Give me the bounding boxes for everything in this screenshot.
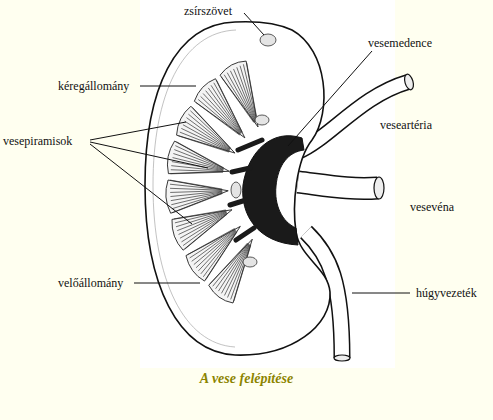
vein-fill — [298, 182, 378, 189]
part-label: veseartéria — [380, 118, 432, 132]
pyramid-stripe — [243, 64, 256, 121]
pyramid-stripe — [170, 184, 222, 189]
pyramid-stripe — [170, 172, 223, 174]
pyramid-stripe — [185, 121, 230, 150]
pyramid-stripe — [170, 191, 222, 196]
fat-blob — [231, 182, 241, 198]
pyramid-stripe — [196, 230, 236, 267]
leader-line — [244, 13, 264, 35]
pyramid-stripe — [203, 93, 240, 133]
pyramid — [166, 180, 228, 213]
pyramid — [220, 61, 258, 127]
pyramid-stripe — [171, 192, 222, 201]
pyramid-stripe — [171, 192, 222, 204]
part-label: vesevéna — [410, 200, 454, 214]
leader-line — [134, 283, 200, 284]
leader-lines — [90, 13, 410, 293]
figure-caption: A vese felépítése — [0, 371, 493, 387]
vein-outline — [298, 182, 378, 189]
part-label: vesepiramisok — [3, 134, 72, 148]
calyces — [230, 140, 262, 240]
kidney-outline — [145, 22, 330, 355]
pyramid-stripe — [230, 71, 255, 122]
pyramid-stripe — [247, 63, 257, 121]
pyramid-stripe — [240, 66, 256, 121]
pyramid-stripe — [176, 211, 226, 227]
pyramid-stripe — [173, 154, 223, 170]
part-label: zsírszövet — [184, 4, 232, 18]
fat-blob — [243, 257, 257, 267]
fat-blob — [260, 34, 276, 46]
vein-end — [374, 177, 384, 199]
leader-line — [352, 293, 410, 294]
leader-line — [90, 142, 208, 168]
pyramid-stripe — [198, 231, 236, 271]
pyramid-stripe — [173, 158, 224, 170]
pyramid-stripe — [179, 212, 227, 234]
pyramid-stripe — [221, 77, 254, 123]
leader-line — [288, 51, 372, 146]
leader-line — [140, 86, 196, 87]
part-label: kéregállomány — [58, 79, 129, 93]
fat-blob — [255, 115, 269, 125]
picture-ground — [140, 0, 395, 368]
pyramid-stripe — [224, 245, 249, 296]
pyramid-stripe — [174, 210, 226, 219]
ureter-end — [334, 355, 350, 361]
pyramid-stripe — [234, 69, 256, 122]
part-label: húgyvezeték — [416, 286, 477, 300]
pyramid-stripe — [170, 180, 222, 189]
leader-line — [90, 122, 186, 140]
part-label: velőállomány — [58, 276, 123, 290]
pyramid-stripe — [175, 146, 223, 169]
pyramid-stripe — [181, 213, 226, 242]
part-label: vesemedence — [368, 36, 432, 50]
artery-end — [403, 73, 415, 91]
pyramid-stripe — [170, 191, 222, 193]
pyramid-stripe — [221, 244, 249, 293]
leader-line — [90, 144, 192, 224]
